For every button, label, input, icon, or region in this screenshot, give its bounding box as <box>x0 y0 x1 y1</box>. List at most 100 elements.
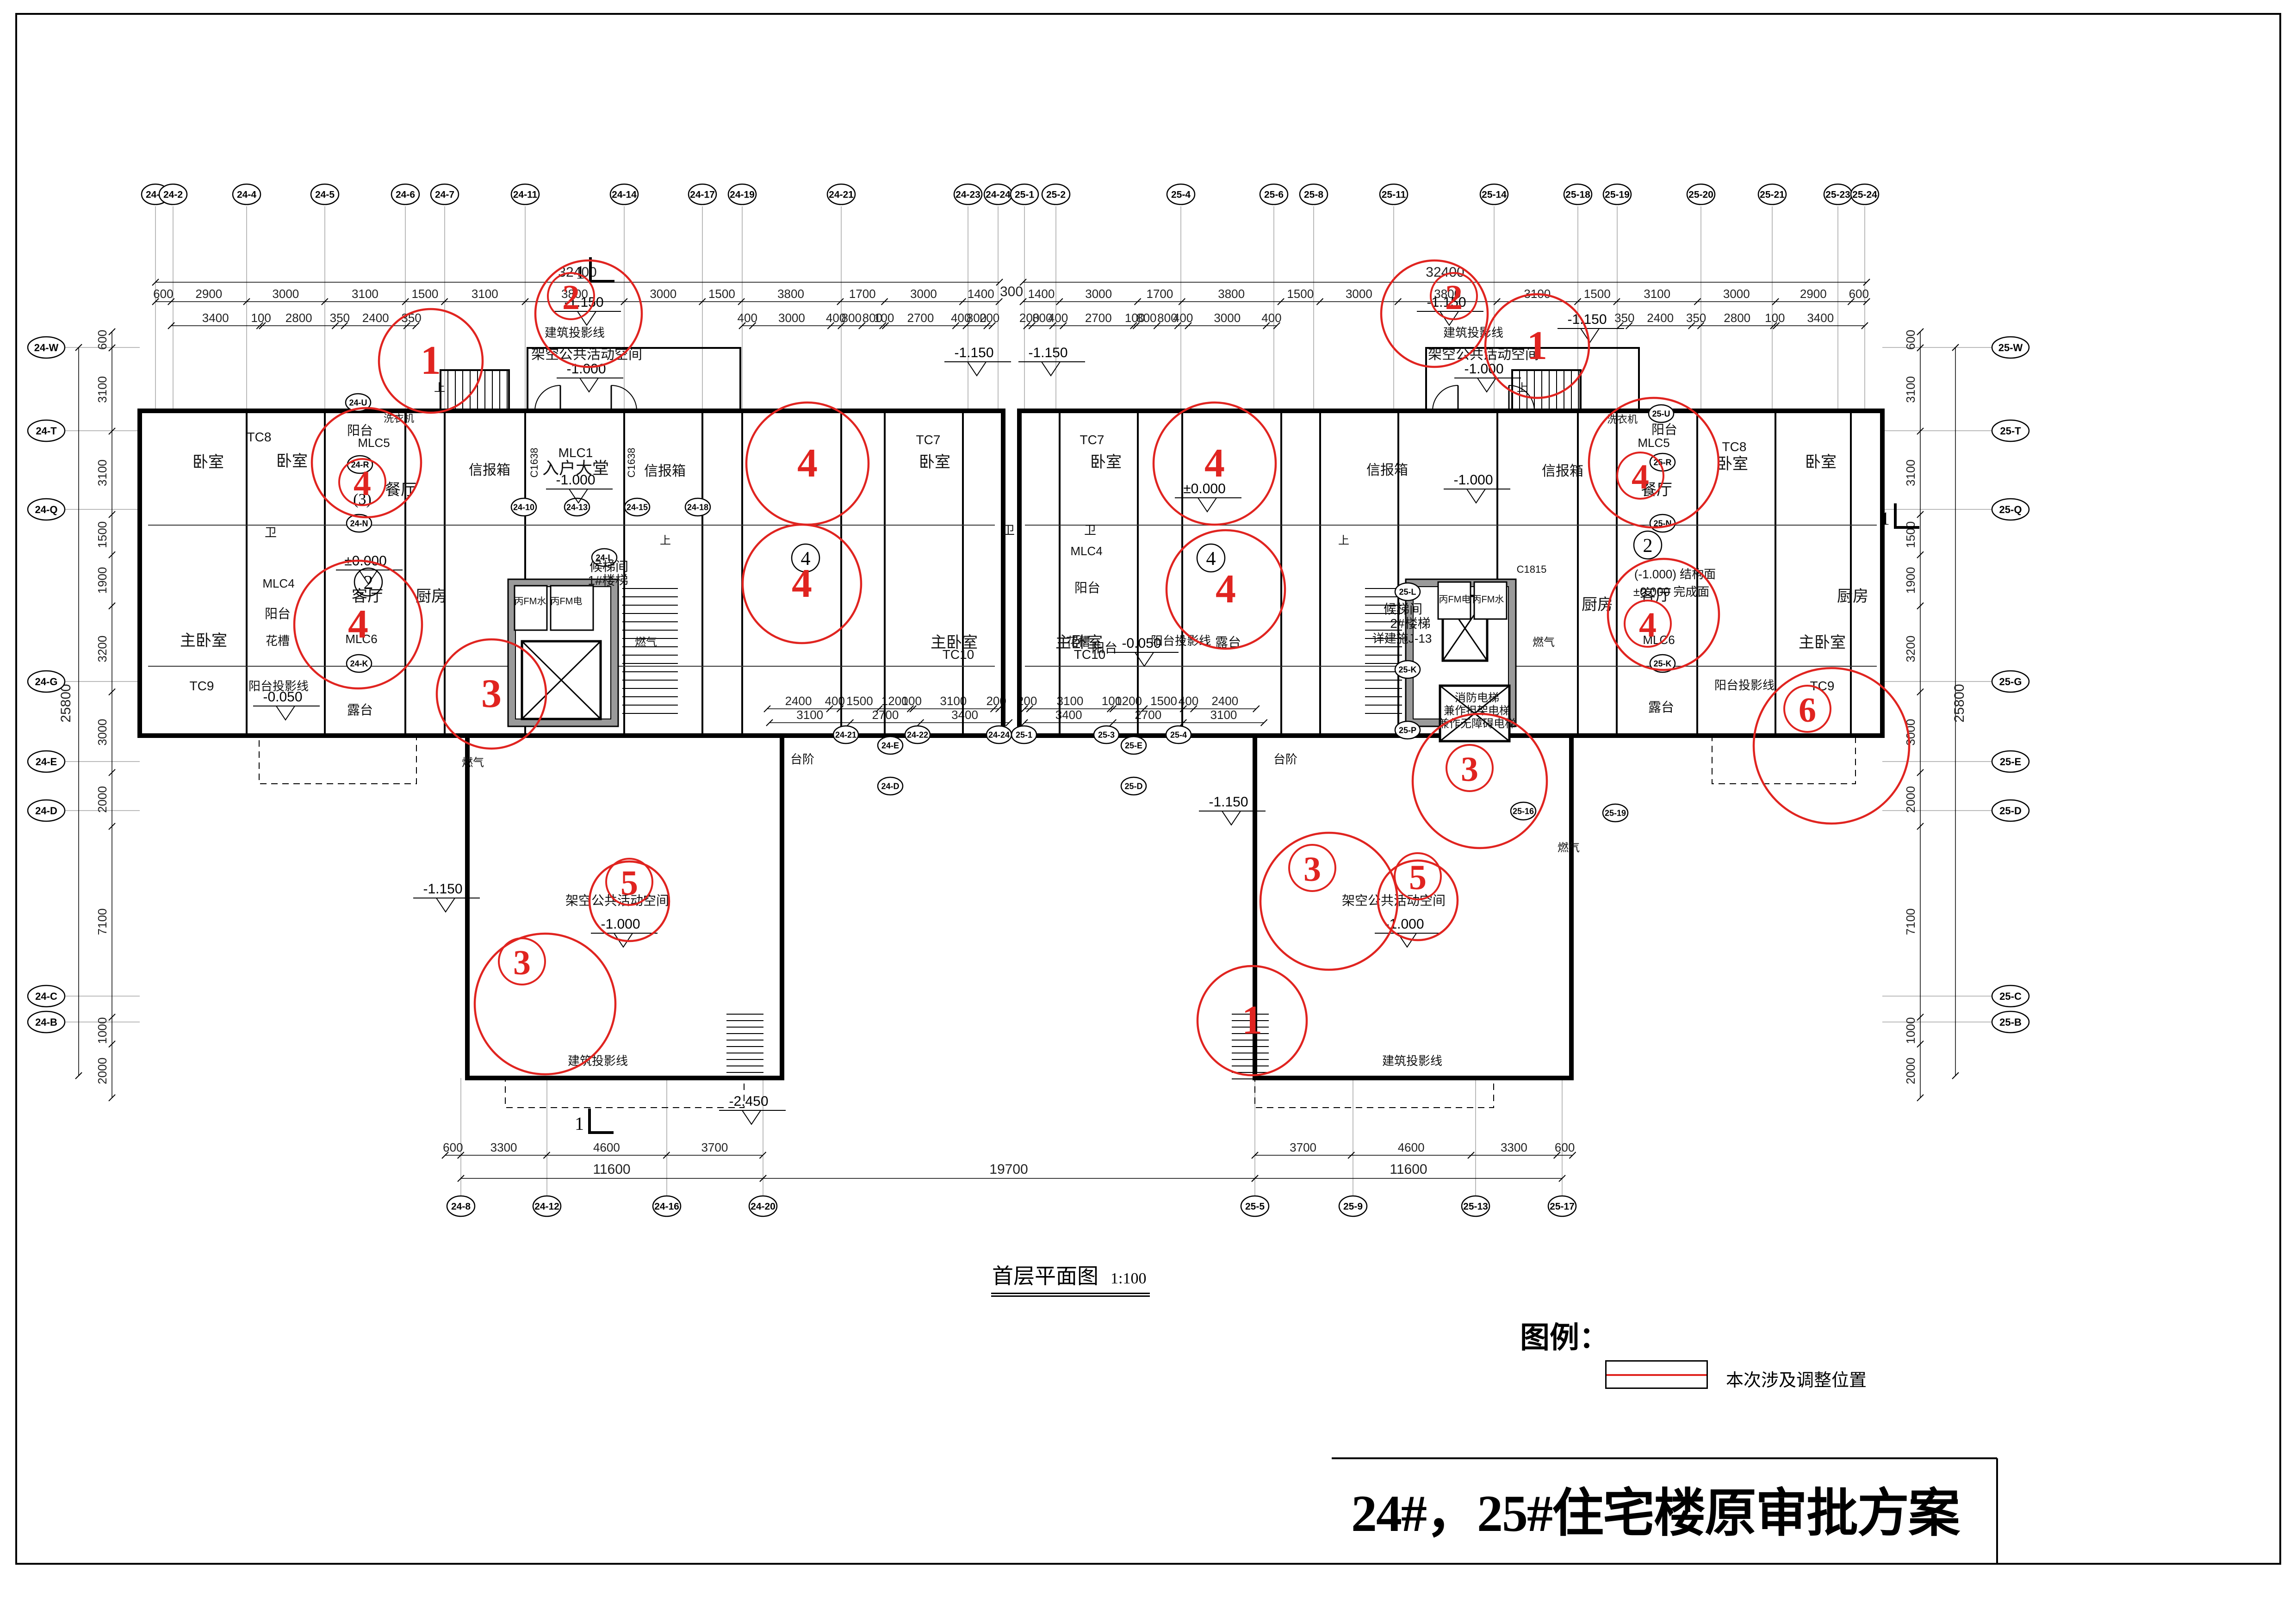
svg-text:100: 100 <box>1765 311 1785 325</box>
svg-text:3100: 3100 <box>1904 376 1917 403</box>
svg-text:信报箱: 信报箱 <box>469 463 510 478</box>
svg-text:MLC1: MLC1 <box>558 446 593 460</box>
room-labels: MLC1入户大堂信报箱信报箱信报箱信报箱候梯间1#楼梯候梯间2#楼梯详建施J-1… <box>180 326 1868 1068</box>
svg-text:25-17: 25-17 <box>1550 1202 1575 1212</box>
svg-text:3400: 3400 <box>1807 311 1834 325</box>
svg-text:3100: 3100 <box>1057 694 1084 708</box>
svg-text:3000: 3000 <box>650 287 676 301</box>
legend-swatch-adjusted-location <box>1605 1360 1708 1389</box>
svg-text:上: 上 <box>434 382 445 394</box>
svg-text:3100: 3100 <box>95 376 109 403</box>
svg-text:25-4: 25-4 <box>1171 190 1191 200</box>
svg-text:MLC4: MLC4 <box>262 576 294 590</box>
svg-text:1: 1 <box>421 338 441 383</box>
svg-text:±0.000 完成面: ±0.000 完成面 <box>1633 585 1710 599</box>
svg-text:24-8: 24-8 <box>451 1202 471 1212</box>
svg-text:架空公共活动空间: 架空公共活动空间 <box>1428 347 1539 362</box>
svg-text:24-N: 24-N <box>350 519 368 528</box>
svg-text:600: 600 <box>95 330 109 350</box>
svg-text:信报箱: 信报箱 <box>1542 464 1583 479</box>
svg-text:25-L: 25-L <box>1399 587 1416 596</box>
svg-text:2000: 2000 <box>1904 786 1917 813</box>
svg-text:厨房: 厨房 <box>416 588 447 605</box>
svg-text:2400: 2400 <box>1211 694 1238 708</box>
svg-text:6: 6 <box>1799 691 1816 730</box>
svg-text:25-1: 25-1 <box>1015 190 1034 200</box>
svg-text:3: 3 <box>1461 750 1478 789</box>
svg-text:C1638: C1638 <box>626 448 637 478</box>
svg-text:丙FM电: 丙FM电 <box>551 596 583 607</box>
svg-text:300: 300 <box>1000 284 1023 299</box>
svg-text:花槽: 花槽 <box>266 634 290 648</box>
svg-text:24-16: 24-16 <box>654 1202 679 1212</box>
svg-text:24-C: 24-C <box>35 991 57 1002</box>
svg-text:3: 3 <box>1303 850 1321 889</box>
svg-text:1400: 1400 <box>1028 287 1055 301</box>
svg-text:-0.050: -0.050 <box>263 689 302 705</box>
svg-text:4: 4 <box>801 548 811 570</box>
svg-text:TC8: TC8 <box>247 430 272 444</box>
svg-text:2000: 2000 <box>95 1058 109 1084</box>
svg-text:-1.000: -1.000 <box>1453 472 1493 488</box>
level-markers: -1.150-1.150-1.150-1.150-1.150-1.150-1.1… <box>253 295 1624 1125</box>
svg-text:MLC6: MLC6 <box>345 632 377 646</box>
svg-text:1000: 1000 <box>95 1017 109 1044</box>
svg-text:2700: 2700 <box>907 311 934 325</box>
svg-text:24-19: 24-19 <box>730 190 755 200</box>
svg-text:阳台: 阳台 <box>1074 581 1100 595</box>
svg-text:-1.150: -1.150 <box>1567 312 1607 327</box>
svg-text:24-10: 24-10 <box>513 502 534 512</box>
svg-text:入户大堂: 入户大堂 <box>542 458 609 477</box>
svg-text:24-R: 24-R <box>351 460 369 469</box>
svg-text:24-7: 24-7 <box>435 190 454 200</box>
svg-text:-1.000: -1.000 <box>556 472 595 488</box>
svg-text:24-2: 24-2 <box>163 190 183 200</box>
svg-text:4: 4 <box>797 441 818 486</box>
svg-text:2000: 2000 <box>1904 1058 1917 1084</box>
svg-text:1500: 1500 <box>1584 287 1611 301</box>
svg-text:-1.150: -1.150 <box>1028 345 1067 360</box>
svg-text:3100: 3100 <box>1210 708 1237 722</box>
svg-text:主卧室: 主卧室 <box>180 632 227 650</box>
svg-text:3000: 3000 <box>778 311 805 325</box>
svg-text:4: 4 <box>354 464 371 503</box>
svg-text:1000: 1000 <box>1904 1017 1917 1044</box>
svg-text:1500: 1500 <box>708 287 735 301</box>
svg-text:丙FM水: 丙FM水 <box>515 596 546 607</box>
svg-text:350: 350 <box>1686 311 1706 325</box>
svg-text:600: 600 <box>1904 330 1917 350</box>
svg-text:4: 4 <box>1639 606 1657 644</box>
svg-text:3100: 3100 <box>1644 287 1670 301</box>
svg-text:丙FM水: 丙FM水 <box>1472 594 1504 605</box>
svg-text:24-G: 24-G <box>35 676 58 688</box>
section-marks: 111 <box>575 257 1919 1134</box>
svg-text:25-13: 25-13 <box>1463 1202 1488 1212</box>
svg-text:19700: 19700 <box>989 1162 1028 1177</box>
svg-text:3100: 3100 <box>95 459 109 486</box>
svg-text:兼作担架电梯: 兼作担架电梯 <box>1444 705 1510 717</box>
svg-text:25-6: 25-6 <box>1264 190 1284 200</box>
svg-text:2400: 2400 <box>785 694 812 708</box>
svg-text:3100: 3100 <box>796 708 823 722</box>
svg-text:卧室: 卧室 <box>276 452 308 470</box>
svg-text:4600: 4600 <box>593 1140 620 1154</box>
svg-text:3000: 3000 <box>1214 311 1241 325</box>
svg-text:25-3: 25-3 <box>1098 730 1115 739</box>
svg-text:MLC4: MLC4 <box>1070 544 1102 558</box>
svg-text:2700: 2700 <box>1135 708 1161 722</box>
svg-text:24-14: 24-14 <box>612 190 637 200</box>
svg-text:餐厅: 餐厅 <box>1641 481 1672 499</box>
svg-text:2900: 2900 <box>195 287 222 301</box>
svg-text:24-22: 24-22 <box>907 730 928 739</box>
svg-text:24-11: 24-11 <box>513 190 538 200</box>
svg-text:25-21: 25-21 <box>1760 190 1785 200</box>
axis-grid <box>61 206 1996 1196</box>
svg-text:MLC5: MLC5 <box>358 436 390 450</box>
svg-text:架空公共活动空间: 架空公共活动空间 <box>1342 893 1446 908</box>
svg-text:2400: 2400 <box>362 311 389 325</box>
svg-text:3000: 3000 <box>272 287 299 301</box>
svg-text:-1.150: -1.150 <box>954 345 993 360</box>
svg-text:25-K: 25-K <box>1398 665 1416 674</box>
